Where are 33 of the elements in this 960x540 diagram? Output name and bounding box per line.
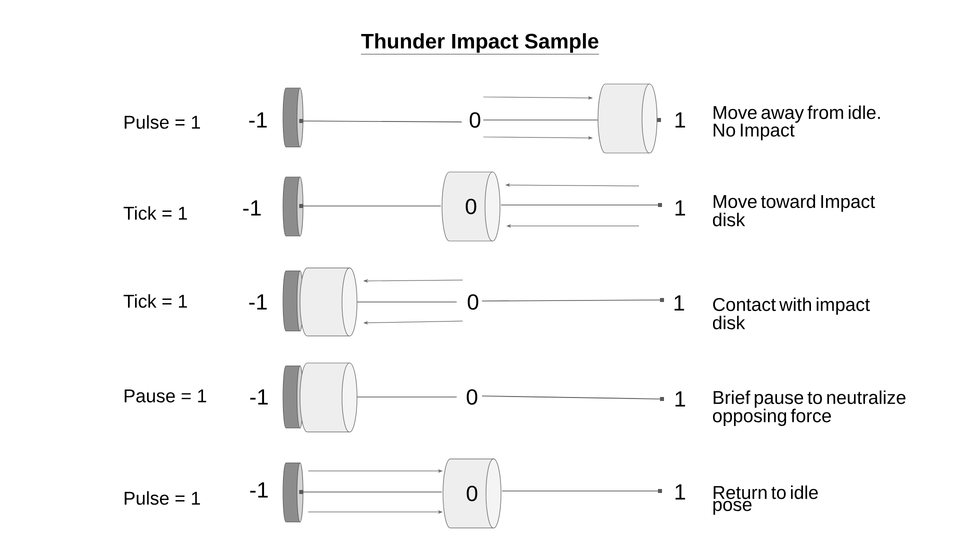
position-label: 0 (468, 294, 478, 310)
position-label: 1 (676, 391, 686, 407)
cylinder: 0 (442, 458, 502, 528)
step-description: Contact with impact disk (713, 297, 870, 330)
step-description: Move away from idle. No Impact (714, 105, 880, 140)
track-line (299, 118, 462, 123)
cylinder (598, 84, 658, 154)
position-label: 0 (466, 389, 478, 405)
cylinder (300, 268, 358, 336)
step-label: Tick = 1 (124, 294, 187, 308)
step-label: Pause = 1 (124, 390, 206, 402)
cylinder: 0 (442, 172, 500, 242)
track-line (299, 204, 442, 208)
cylinder (300, 362, 358, 432)
step-description: Move toward Impact disk (713, 194, 875, 226)
position-label: -1 (250, 389, 268, 405)
position-label: 1 (676, 112, 686, 128)
track-line (356, 396, 458, 398)
track-line (299, 490, 442, 494)
step-label: Pulse = 1 (124, 491, 200, 505)
position-label: -1 (249, 112, 267, 128)
step-label: Tick = 1 (124, 206, 187, 220)
position-label: -1 (243, 200, 261, 216)
step-description: Brief pause to neutralize opposing force (713, 390, 906, 426)
position-label: 0 (470, 112, 480, 128)
position-label: 1 (676, 200, 686, 216)
title: Thunder Impact Sample (360, 33, 600, 54)
position-label: -1 (250, 482, 268, 498)
step-label: Pulse = 1 (124, 115, 200, 129)
position-label: -1 (249, 294, 267, 310)
position-label: 1 (674, 295, 684, 311)
step-description: Return to idle pose (713, 485, 818, 515)
position-label: 1 (676, 484, 686, 500)
